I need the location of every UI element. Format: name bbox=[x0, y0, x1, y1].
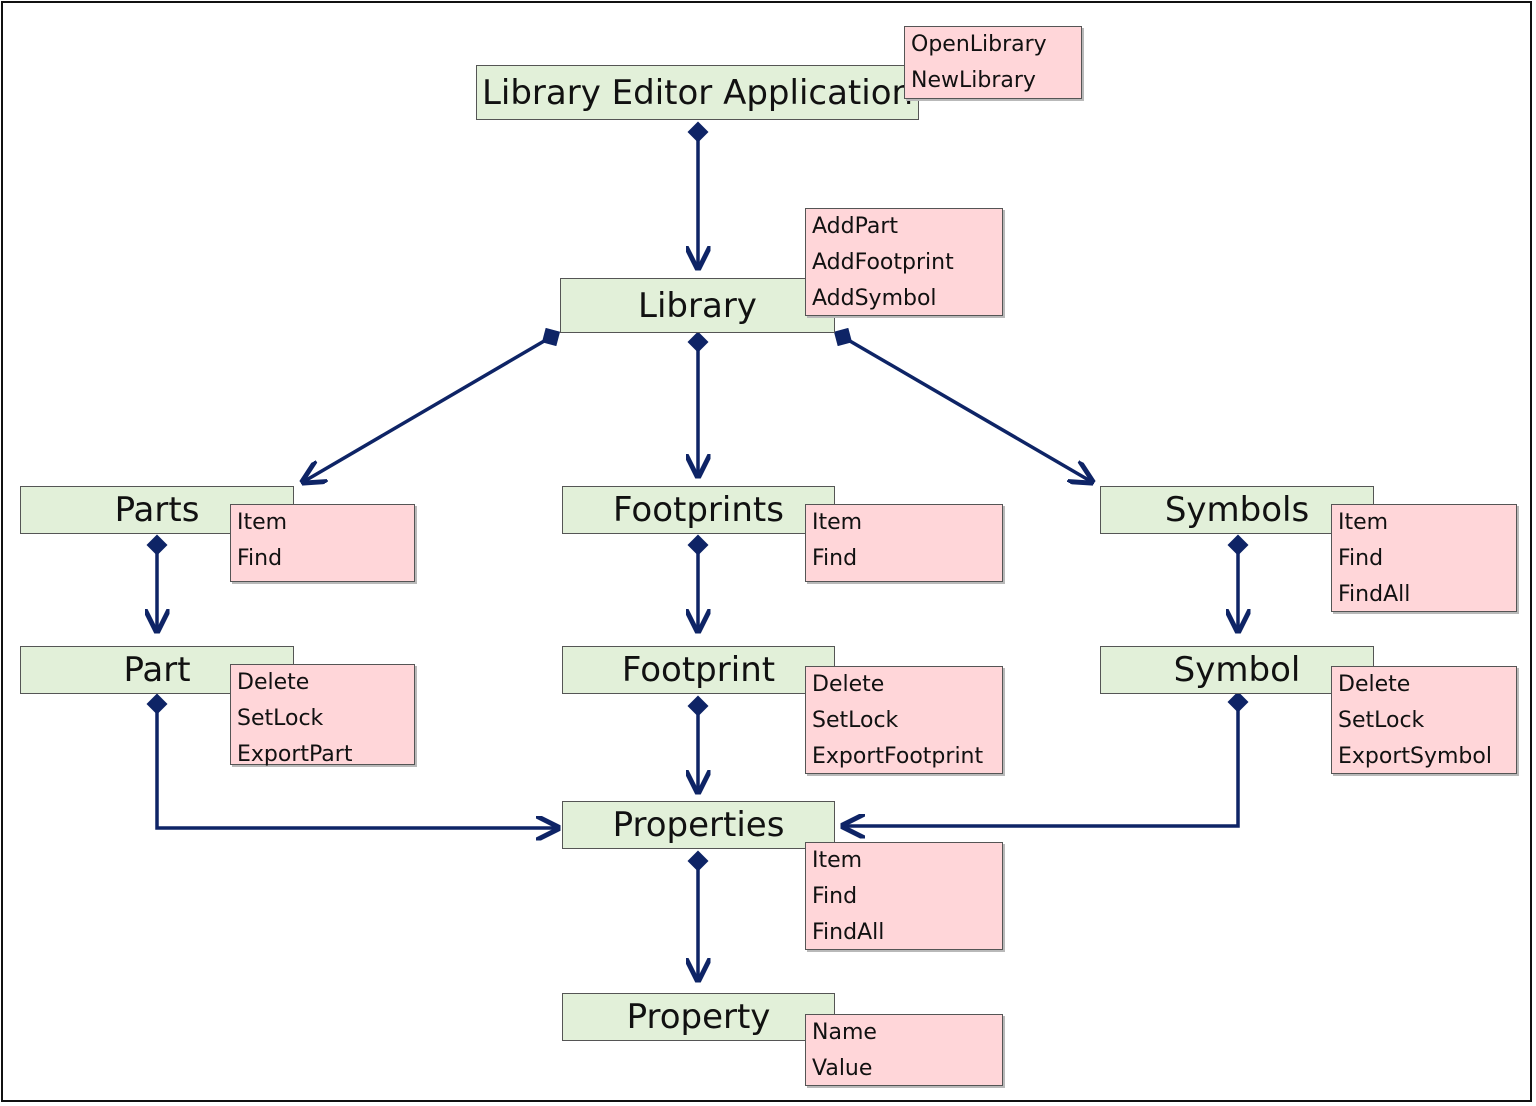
node-symbols: Symbols bbox=[1100, 486, 1374, 534]
method-item: Delete bbox=[237, 670, 310, 695]
node-footprints: Footprints bbox=[562, 486, 835, 534]
node-label: Symbols bbox=[1164, 490, 1310, 530]
methods-library: AddPart AddFootprint AddSymbol bbox=[805, 208, 1003, 316]
method-item: FindAll bbox=[1338, 582, 1411, 607]
method-item: AddSymbol bbox=[812, 286, 937, 311]
method-item: OpenLibrary bbox=[911, 32, 1047, 57]
methods-parts: Item Find bbox=[230, 504, 415, 582]
method-item: Find bbox=[812, 884, 858, 909]
node-label: Footprints bbox=[613, 490, 784, 530]
method-item: Find bbox=[1338, 546, 1384, 571]
node-properties: Properties bbox=[562, 801, 835, 849]
method-item: NewLibrary bbox=[911, 68, 1036, 93]
method-item: Item bbox=[812, 510, 863, 535]
method-item: ExportPart bbox=[237, 742, 353, 767]
methods-properties: Item Find FindAll bbox=[805, 842, 1003, 950]
node-footprint: Footprint bbox=[562, 646, 835, 694]
methods-symbol: Delete SetLock ExportSymbol bbox=[1331, 666, 1517, 774]
method-item: AddPart bbox=[812, 214, 899, 239]
method-item: Item bbox=[812, 848, 863, 873]
method-item: Find bbox=[237, 546, 283, 571]
methods-property: Name Value bbox=[805, 1014, 1003, 1086]
method-item: FindAll bbox=[812, 920, 885, 945]
method-item: Delete bbox=[1338, 672, 1411, 697]
methods-symbols: Item Find FindAll bbox=[1331, 504, 1517, 612]
connector-library-parts bbox=[303, 337, 551, 482]
method-item: Name bbox=[812, 1020, 877, 1045]
node-label: Property bbox=[626, 997, 771, 1037]
method-item: Item bbox=[1338, 510, 1389, 535]
methods-footprint: Delete SetLock ExportFootprint bbox=[805, 666, 1003, 774]
method-item: Find bbox=[812, 546, 858, 571]
node-label: Parts bbox=[114, 490, 200, 530]
node-label: Library bbox=[638, 285, 757, 326]
node-label: Part bbox=[123, 650, 191, 690]
method-item: SetLock bbox=[812, 708, 899, 733]
method-item: Delete bbox=[812, 672, 885, 697]
node-label: Properties bbox=[612, 805, 785, 845]
method-item: ExportSymbol bbox=[1338, 744, 1492, 769]
node-label: Footprint bbox=[621, 650, 776, 690]
connector-library-symbols bbox=[843, 337, 1092, 482]
connector-symbol-properties bbox=[843, 702, 1238, 826]
node-library-editor-application: Library Editor Application bbox=[476, 65, 919, 120]
method-item: ExportFootprint bbox=[812, 744, 984, 769]
node-library: Library bbox=[560, 278, 835, 333]
connector-part-properties bbox=[157, 704, 558, 828]
method-item: Value bbox=[812, 1056, 873, 1081]
node-property: Property bbox=[562, 993, 835, 1041]
methods-footprints: Item Find bbox=[805, 504, 1003, 582]
method-item: AddFootprint bbox=[812, 250, 954, 275]
method-item: SetLock bbox=[237, 706, 324, 731]
method-item: Item bbox=[237, 510, 288, 535]
node-label: Library Editor Application bbox=[481, 72, 914, 113]
methods-part: Delete SetLock ExportPart bbox=[230, 664, 415, 767]
methods-library-editor-application: OpenLibrary NewLibrary bbox=[904, 26, 1082, 99]
node-label: Symbol bbox=[1173, 650, 1301, 690]
method-item: SetLock bbox=[1338, 708, 1425, 733]
